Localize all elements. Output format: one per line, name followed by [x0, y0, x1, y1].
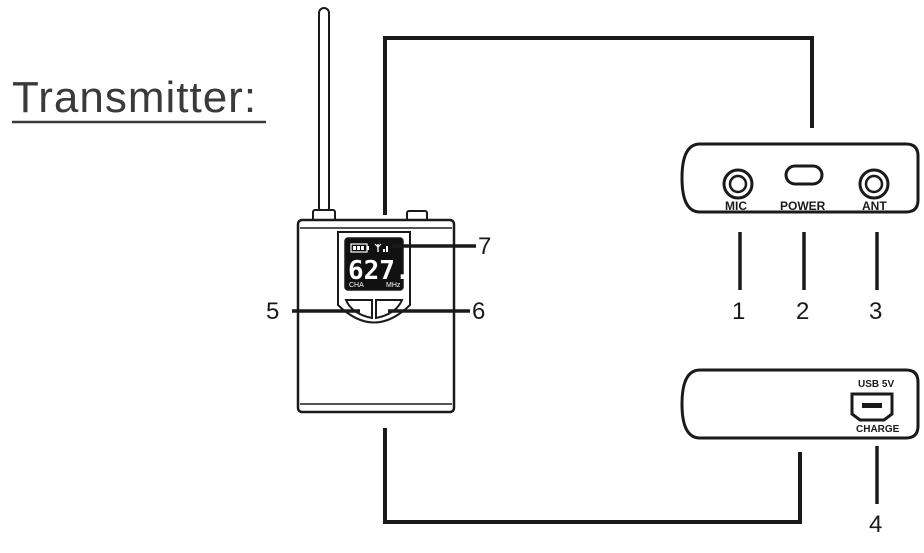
- callout-3: 3: [869, 298, 882, 325]
- callout-5: 5: [266, 298, 279, 325]
- callout-1: 1: [732, 298, 745, 325]
- mic-jack: [722, 168, 754, 200]
- callout-2: 2: [796, 298, 809, 325]
- lcd-display: 627.3 CHA MHz: [344, 237, 426, 291]
- charge-label: CHARGE: [856, 424, 900, 435]
- connector-top: [383, 36, 814, 215]
- ant-jack: [858, 168, 890, 200]
- callout-7: 7: [478, 233, 491, 260]
- usb-port: [850, 392, 894, 422]
- antenna: [312, 7, 336, 225]
- left-button[interactable]: [344, 299, 373, 320]
- callout-4: 4: [869, 511, 882, 538]
- ant-label: ANT: [862, 199, 887, 213]
- mic-label: MIC: [725, 199, 747, 213]
- power-switch: [784, 164, 824, 186]
- lcd-frequency: 627.3: [348, 256, 426, 286]
- diagram-title: Transmitter:: [12, 73, 257, 122]
- callout-6: 6: [472, 298, 485, 325]
- connector-bottom: [383, 428, 802, 524]
- power-label: POWER: [780, 199, 826, 213]
- signal-icon: [374, 243, 388, 252]
- usb-label: USB 5V: [858, 379, 894, 390]
- lcd-unit: MHz: [386, 282, 401, 289]
- battery-icon: [350, 243, 369, 253]
- lcd-channel: CHA: [349, 282, 364, 289]
